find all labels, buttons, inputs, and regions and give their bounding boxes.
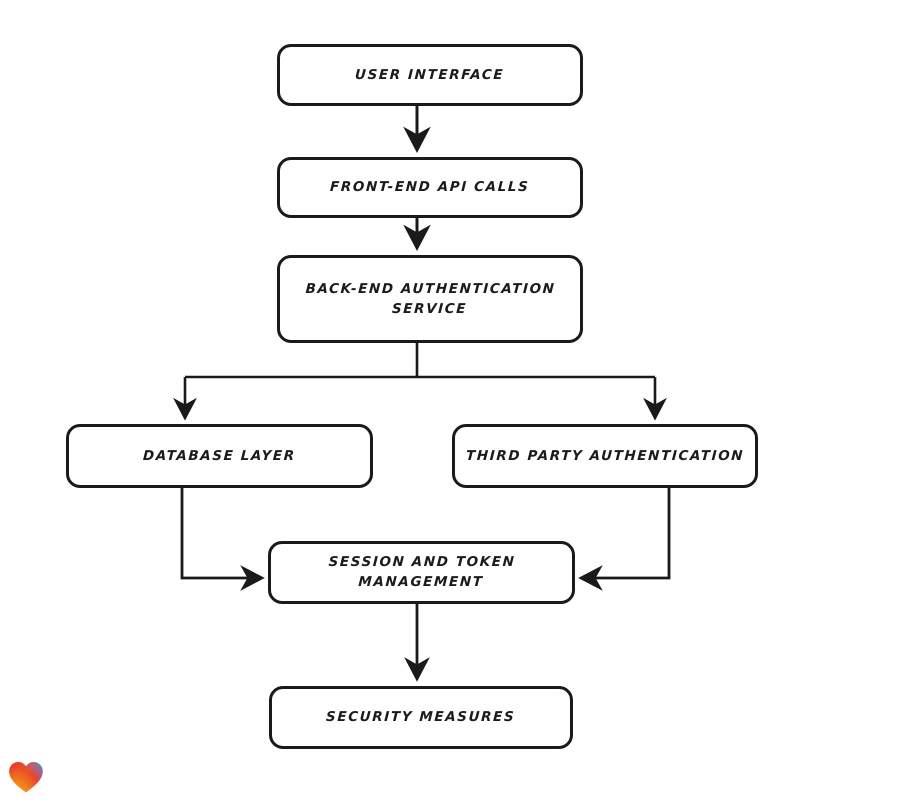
node-security-measures[interactable]: Security Measures: [269, 686, 573, 749]
node-back-end-auth-service[interactable]: Back-End Authentication Service: [277, 255, 583, 343]
connector-third-party-to-session: [578, 488, 671, 591]
node-session-token-management[interactable]: Session and Token Management: [268, 541, 575, 604]
connector-database-to-session: [180, 488, 265, 591]
node-label-front-end-api-calls: Front-End API Calls: [329, 179, 531, 196]
node-label-third-party-auth: Third Party Authentication: [465, 447, 745, 464]
node-front-end-api-calls[interactable]: Front-End API Calls: [277, 157, 583, 218]
node-label-database-layer: Database Layer: [142, 447, 297, 464]
heart-icon: [9, 762, 43, 793]
node-label-session-token-management: Session and Token Management: [328, 554, 516, 591]
node-label-back-end-auth-service: Back-End Authentication Service: [305, 280, 556, 317]
node-label-user-interface: User Interface: [354, 66, 506, 83]
node-third-party-auth[interactable]: Third Party Authentication: [452, 424, 758, 488]
node-label-security-measures: Security Measures: [325, 709, 517, 726]
node-database-layer[interactable]: Database Layer: [66, 424, 373, 488]
connector-backend-fork-stem: [185, 343, 655, 379]
node-user-interface[interactable]: User Interface: [277, 44, 583, 106]
